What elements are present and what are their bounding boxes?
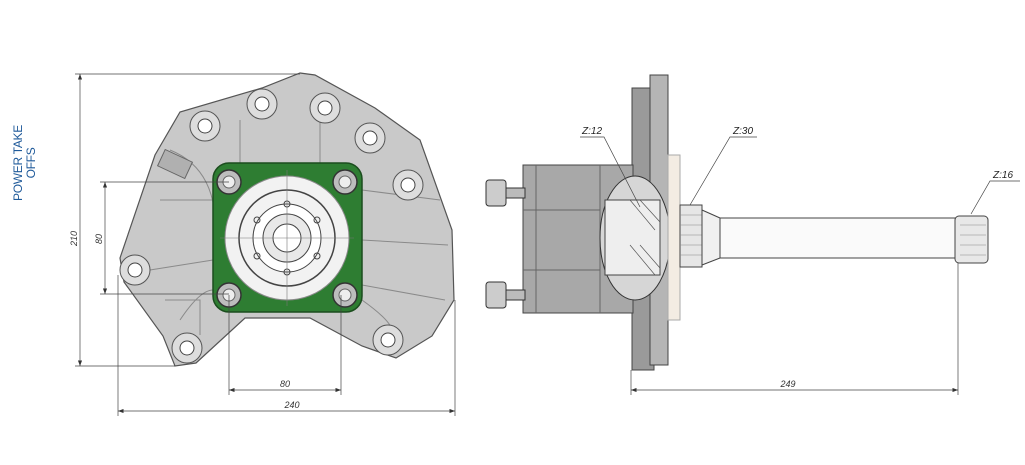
callout-z16: Z:16 [992, 170, 1013, 181]
side-view: Z:12 Z:30 Z:16 249 [485, 74, 1020, 395]
center-hub [220, 170, 354, 306]
spline-z16 [954, 215, 989, 264]
spacer-disc [667, 154, 681, 321]
callout-z12: Z:12 [581, 126, 602, 137]
side-dimension-lines [630, 263, 959, 395]
callout-leaders [580, 136, 1020, 215]
front-dimension-lines [75, 73, 456, 416]
front-view: 210 80 80 240 [69, 72, 456, 416]
dim-width: 240 [283, 400, 299, 410]
dim-bolt-horizontal: 80 [280, 379, 290, 389]
callout-z30: Z:30 [732, 126, 753, 137]
spline-z30 [679, 204, 703, 268]
dim-bolt-vertical: 80 [94, 234, 104, 244]
shaft [719, 217, 958, 259]
studs [485, 179, 526, 309]
dim-length: 249 [779, 379, 795, 389]
dim-height: 210 [69, 231, 79, 247]
